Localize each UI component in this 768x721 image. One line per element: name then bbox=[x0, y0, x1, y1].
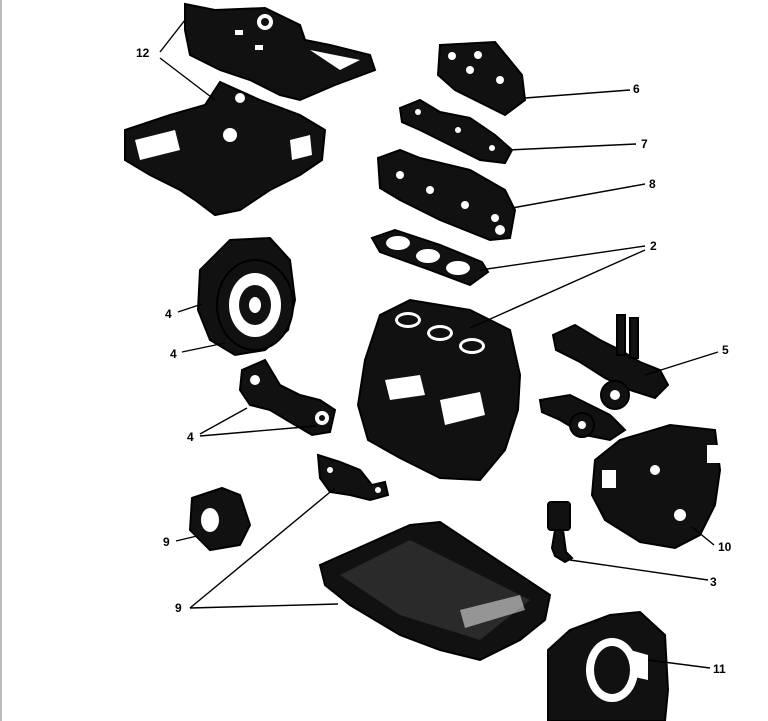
part-2-head-gasket bbox=[370, 228, 490, 287]
leader-4-flywheel bbox=[181, 342, 226, 353]
leader-8 bbox=[511, 183, 646, 209]
leader-4-crank-a bbox=[199, 407, 248, 435]
callout-8: 8 bbox=[649, 177, 656, 191]
part-5-camshaft-gears bbox=[538, 314, 670, 442]
callout-4-housing: 4 bbox=[165, 307, 172, 321]
part-11-radiator-assembly bbox=[547, 610, 670, 721]
leader-6 bbox=[524, 89, 631, 99]
callout-3: 3 bbox=[710, 575, 717, 589]
part-9-oil-pan bbox=[318, 520, 552, 662]
callout-10: 10 bbox=[718, 540, 732, 554]
part-6-valve-cover bbox=[436, 40, 527, 117]
part-3-piston-rod bbox=[547, 501, 574, 564]
leader-4-housing bbox=[177, 303, 203, 313]
part-4-crankshaft bbox=[238, 358, 337, 437]
leader-5 bbox=[644, 351, 719, 376]
leader-10 bbox=[691, 526, 715, 546]
leader-7 bbox=[507, 143, 637, 151]
leader-3 bbox=[569, 559, 709, 581]
leader-9-strainer bbox=[175, 535, 198, 542]
callout-5: 5 bbox=[722, 343, 729, 357]
part-10-gear-case bbox=[590, 423, 722, 550]
callout-6: 6 bbox=[633, 82, 640, 96]
callout-11: 11 bbox=[713, 662, 726, 676]
part-2-cylinder-block bbox=[356, 298, 522, 482]
callout-4-crankshaft: 4 bbox=[187, 430, 194, 444]
part-12-upper-bracket bbox=[184, 2, 377, 102]
leader-lines bbox=[159, 19, 719, 669]
callout-2: 2 bbox=[650, 239, 657, 253]
part-9-oil-pipe bbox=[316, 453, 390, 502]
leader-2-gasket bbox=[479, 245, 646, 271]
part-4-flywheel bbox=[216, 259, 294, 351]
leader-9-pipe bbox=[189, 487, 336, 609]
callout-9-pan: 9 bbox=[175, 601, 182, 615]
leader-9-pan bbox=[189, 603, 339, 609]
part-8-cylinder-head bbox=[376, 148, 517, 242]
leader-12-top bbox=[159, 19, 186, 53]
callout-7: 7 bbox=[641, 137, 648, 151]
leader-12-bottom bbox=[159, 57, 216, 101]
part-7-rocker-assembly bbox=[398, 98, 514, 165]
callout-12: 12 bbox=[136, 46, 150, 60]
callout-4-flywheel: 4 bbox=[170, 347, 177, 361]
leader-11 bbox=[647, 659, 711, 669]
leader-2-block bbox=[469, 249, 646, 329]
leader-4-crank-b bbox=[199, 425, 317, 437]
part-9-oil-strainer bbox=[188, 486, 252, 552]
callout-9-strainer: 9 bbox=[163, 535, 170, 549]
part-12-lower-bracket bbox=[124, 80, 327, 217]
